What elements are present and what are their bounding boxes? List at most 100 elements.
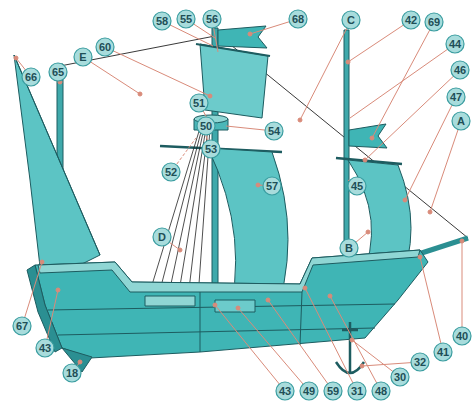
- callout-number: 51: [189, 93, 209, 113]
- callout-circle-shape: [153, 12, 171, 30]
- callout-label: 31: [351, 385, 363, 397]
- callout-circle-shape: [263, 177, 281, 195]
- callout-label: 47: [450, 91, 462, 103]
- callout-number: 42: [401, 10, 421, 30]
- callout-circle-shape: [177, 10, 195, 28]
- callout-number: 53: [201, 139, 221, 159]
- callout-number: 48: [371, 381, 391, 401]
- callout-circle-shape: [452, 112, 470, 130]
- callout-circle-shape: [63, 364, 81, 382]
- callout-label: 18: [66, 367, 78, 379]
- callout-number: 65: [48, 62, 68, 82]
- callout-circle-shape: [190, 94, 208, 112]
- callout-circle-shape: [162, 163, 180, 181]
- callout-label: 45: [351, 180, 363, 192]
- callout-circle-shape: [289, 10, 307, 28]
- callout-label: 65: [52, 66, 64, 78]
- callout-label: 55: [180, 13, 192, 25]
- callout-number: 18: [62, 363, 82, 383]
- callout-circle-shape: [453, 327, 471, 345]
- callout-number: 43: [35, 338, 55, 358]
- callout-label: E: [79, 51, 86, 63]
- callout-number: 47: [446, 87, 466, 107]
- callout-label: 58: [156, 15, 168, 27]
- callout-number: 30: [390, 367, 410, 387]
- callout-circle-shape: [391, 368, 409, 386]
- callout-number: 56: [202, 9, 222, 29]
- callout-label: 48: [375, 385, 387, 397]
- callout-number: 32: [410, 352, 430, 372]
- callout-number: 54: [264, 121, 284, 141]
- callout-circle-shape: [265, 122, 283, 140]
- callout-label: 67: [16, 320, 28, 332]
- callout-circle-shape: [402, 11, 420, 29]
- callout-label: 42: [405, 14, 417, 26]
- callout-label: D: [158, 231, 166, 243]
- callout-number: 45: [347, 176, 367, 196]
- callout-circle-shape: [324, 382, 342, 400]
- callout-circle-shape: [197, 117, 215, 135]
- callout-label: A: [457, 115, 465, 127]
- callout-circle-shape: [446, 35, 464, 53]
- callout-circle-shape: [372, 382, 390, 400]
- callout-circle-shape: [13, 317, 31, 335]
- callout-circle-shape: [411, 353, 429, 371]
- callout-number: 49: [299, 381, 319, 401]
- callout-label: 40: [456, 330, 468, 342]
- callout-label: 50: [200, 120, 212, 132]
- callout-label: 60: [99, 41, 111, 53]
- callout-number: 57: [262, 176, 282, 196]
- callout-number: 66: [21, 67, 41, 87]
- callout-label: 54: [268, 125, 280, 137]
- callout-label: 57: [266, 180, 278, 192]
- callout-label: 32: [414, 356, 426, 368]
- callout-circle-shape: [447, 88, 465, 106]
- callout-circle-shape: [425, 13, 443, 31]
- callout-label: 68: [292, 13, 304, 25]
- callout-label: 52: [165, 166, 177, 178]
- callout-label: 49: [303, 385, 315, 397]
- callout-circle-shape: [451, 61, 469, 79]
- callout-circle-shape: [153, 228, 171, 246]
- callout-number: C: [341, 10, 361, 30]
- callout-number: 41: [433, 342, 453, 362]
- callout-number: A: [451, 111, 471, 131]
- callout-number: E: [73, 47, 93, 67]
- callout-circle-shape: [348, 382, 366, 400]
- callout-label: 51: [193, 97, 205, 109]
- callout-label: 53: [205, 143, 217, 155]
- callout-circle-shape: [300, 382, 318, 400]
- callout-number: 44: [445, 34, 465, 54]
- callout-number: B: [339, 238, 359, 258]
- callout-label: 46: [454, 64, 466, 76]
- callout-circle-shape: [342, 11, 360, 29]
- callout-circle-shape: [340, 239, 358, 257]
- callout-number: D: [152, 227, 172, 247]
- callout-circle-shape: [348, 177, 366, 195]
- callout-circle-shape: [49, 63, 67, 81]
- callout-label: 56: [206, 13, 218, 25]
- callout-circle-shape: [74, 48, 92, 66]
- callout-label: C: [347, 14, 355, 26]
- callout-label: 43: [39, 342, 51, 354]
- callout-number: 67: [12, 316, 32, 336]
- callout-label: B: [345, 242, 353, 254]
- callout-number: 31: [347, 381, 367, 401]
- callout-label: 44: [449, 38, 461, 50]
- callout-number: 58: [152, 11, 172, 31]
- callout-number: 52: [161, 162, 181, 182]
- callout-number: 59: [323, 381, 343, 401]
- callout-label: 59: [327, 385, 339, 397]
- callout-circle-shape: [202, 140, 220, 158]
- callout-label: 69: [428, 16, 440, 28]
- callout-number: 40: [452, 326, 472, 346]
- callout-label: 41: [437, 346, 449, 358]
- callout-number: 43: [275, 381, 295, 401]
- callout-number: 68: [288, 9, 308, 29]
- callout-number: 69: [424, 12, 444, 32]
- callout-number: 50: [196, 116, 216, 136]
- callout-circle-shape: [434, 343, 452, 361]
- callout-circle-shape: [96, 38, 114, 56]
